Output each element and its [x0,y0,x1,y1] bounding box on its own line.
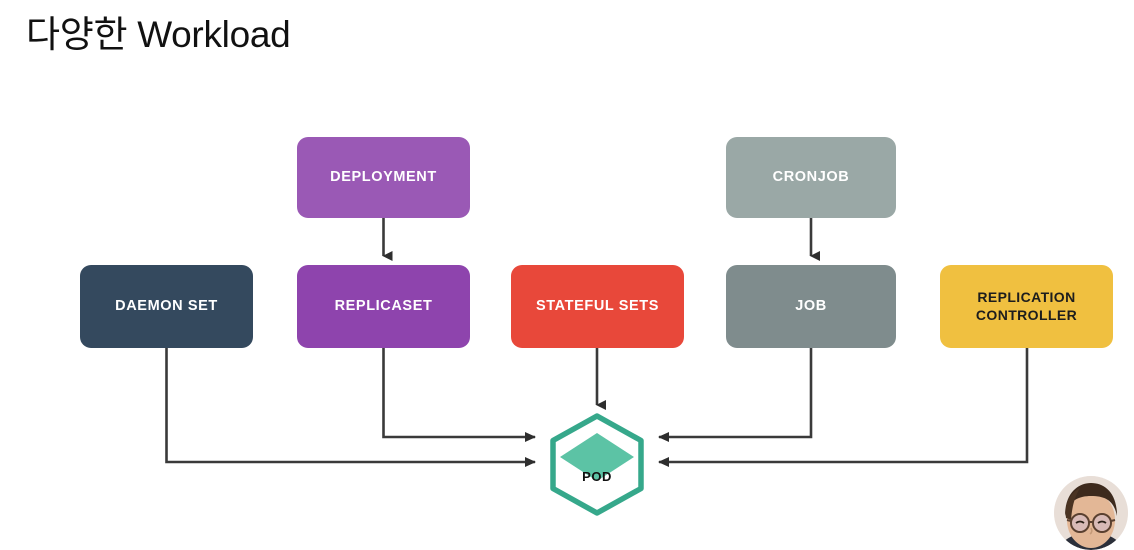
node-pod[interactable]: POD [549,413,645,516]
node-daemon-set-label: DAEMON SET [115,297,218,314]
edge-replicaset-to-pod [382,348,536,442]
page-title: 다양한 Workload [26,14,291,55]
node-replicaset[interactable]: REPLICASET [297,265,470,348]
node-replicaset-label: REPLICASET [334,297,433,314]
node-deployment[interactable]: DEPLOYMENT [297,137,470,218]
node-replication-controller-label: REPLICATION CONTROLLER [975,289,1078,323]
edge-daemonset-to-pod [165,348,536,467]
node-deployment-label: DEPLOYMENT [330,168,437,185]
presenter-webcam-avatar [1054,476,1128,550]
slide-canvas: 다양한 Workload [26,14,1128,550]
node-job-label: JOB [795,297,827,314]
pod-hexagon-icon [550,413,644,516]
node-daemon-set[interactable]: DAEMON SET [80,265,253,348]
node-job[interactable]: JOB [726,265,896,348]
edge-replicationcontroller-to-pod [658,348,1029,467]
node-pod-label: POD [582,469,612,484]
node-stateful-sets-label: STATEFUL SETS [536,297,659,314]
edge-job-to-pod [658,348,813,442]
node-replication-controller[interactable]: REPLICATION CONTROLLER [940,265,1113,348]
diagram-connectors [165,218,1029,467]
node-cronjob[interactable]: CRONJOB [726,137,896,218]
node-cronjob-label: CRONJOB [772,168,850,185]
node-stateful-sets[interactable]: STATEFUL SETS [511,265,684,348]
